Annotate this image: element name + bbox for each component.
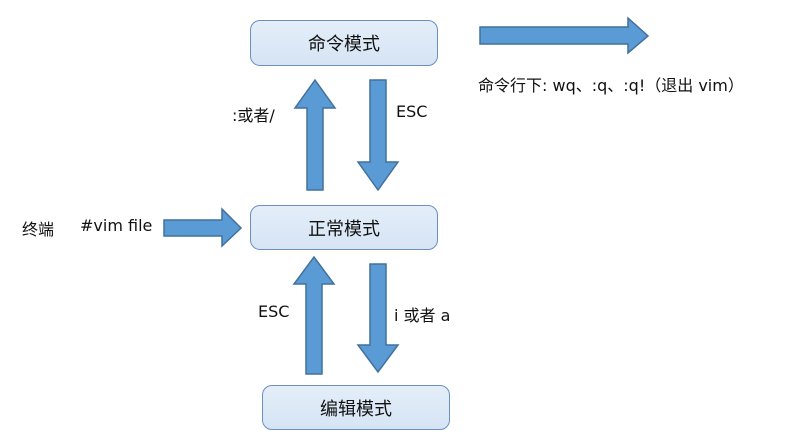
arrow-normal-to-command — [293, 78, 337, 191]
normal-to-edit-label: i 或者 a — [394, 306, 451, 325]
arrow-command-to-normal — [356, 79, 400, 192]
arrow-normal-to-edit — [356, 263, 400, 374]
edit-mode-box: 编辑模式 — [262, 385, 450, 430]
arrow-edit-to-normal — [292, 255, 336, 375]
edit-mode-label: 编辑模式 — [320, 398, 392, 420]
arrow-command-exit — [479, 16, 650, 55]
command-mode-box: 命令模式 — [250, 20, 438, 66]
normal-mode-box: 正常模式 — [250, 205, 438, 250]
normal-to-command-label: :或者/ — [232, 106, 275, 125]
command-to-normal-label: ESC — [396, 102, 428, 121]
arrow-terminal-to-normal — [163, 207, 243, 248]
exit-commands-note: 命令行下: wq、:q、:q!（退出 vim） — [478, 76, 744, 95]
command-mode-label: 命令模式 — [308, 34, 380, 55]
terminal-label: 终端 — [22, 220, 55, 239]
edit-to-normal-label: ESC — [258, 302, 290, 321]
vim-file-command-label: #vim file — [80, 216, 153, 235]
normal-mode-label: 正常模式 — [308, 218, 380, 240]
